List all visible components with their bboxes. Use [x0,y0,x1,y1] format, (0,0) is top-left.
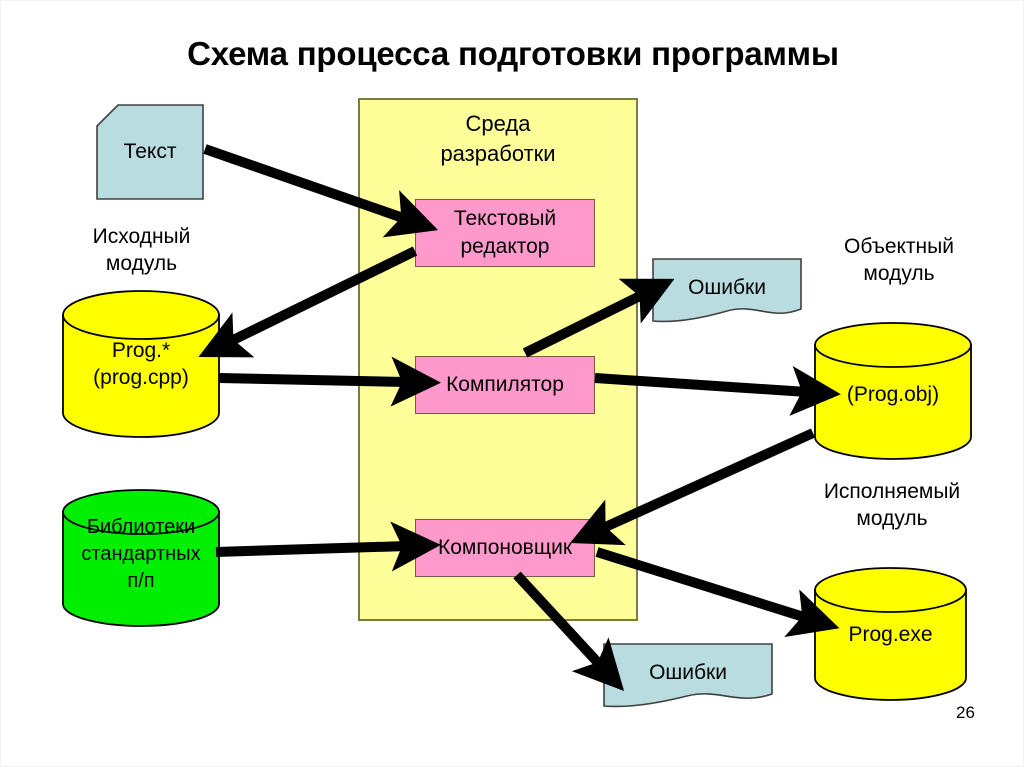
process-compiler[interactable]: Компилятор [415,356,595,414]
caption-executable-module: Исполняемый модуль [823,480,961,530]
node-library-cylinder-label: Библиотеки стандартных п/п [81,516,201,592]
process-linker[interactable]: Компоновщик [415,519,595,577]
caption-source-module: Исходный модуль [92,225,191,275]
node-object-cylinder[interactable]: (Prog.obj) [813,321,973,461]
page-title: Схема процесса подготовки программы [187,35,839,72]
node-object-cylinder-label: (Prog.obj) [846,383,940,406]
document-wavy-icon [603,643,773,708]
caption-object-module: Объектный модуль [844,235,954,285]
process-text-editor[interactable]: Текстовый редактор [415,199,595,267]
node-errors-top-label: Ошибки [688,276,766,299]
node-errors-bottom[interactable]: Ошибки [602,642,774,710]
cylinder-icon [62,489,220,627]
node-source-cylinder[interactable]: Prog.* (prog.cpp) [61,289,221,439]
cylinder-icon [814,567,967,701]
node-library-cylinder[interactable]: Библиотеки стандартных п/п [61,488,221,628]
node-executable-cylinder-label: Prog.exe [848,623,933,646]
node-source-cylinder-label: Prog.* (prog.cpp) [93,339,189,389]
cylinder-icon [62,290,220,438]
document-cut-corner-icon [96,104,204,200]
node-text-document[interactable]: Текст [96,104,204,200]
node-errors-bottom-label: Ошибки [649,661,727,684]
node-text-document-label: Текст [123,140,177,163]
cylinder-icon [814,322,972,460]
node-errors-top[interactable]: Ошибки [651,257,803,325]
development-environment-title: Среда разработки [440,111,556,166]
page-number: 26 [956,703,975,722]
node-executable-cylinder[interactable]: Prog.exe [813,566,968,701]
